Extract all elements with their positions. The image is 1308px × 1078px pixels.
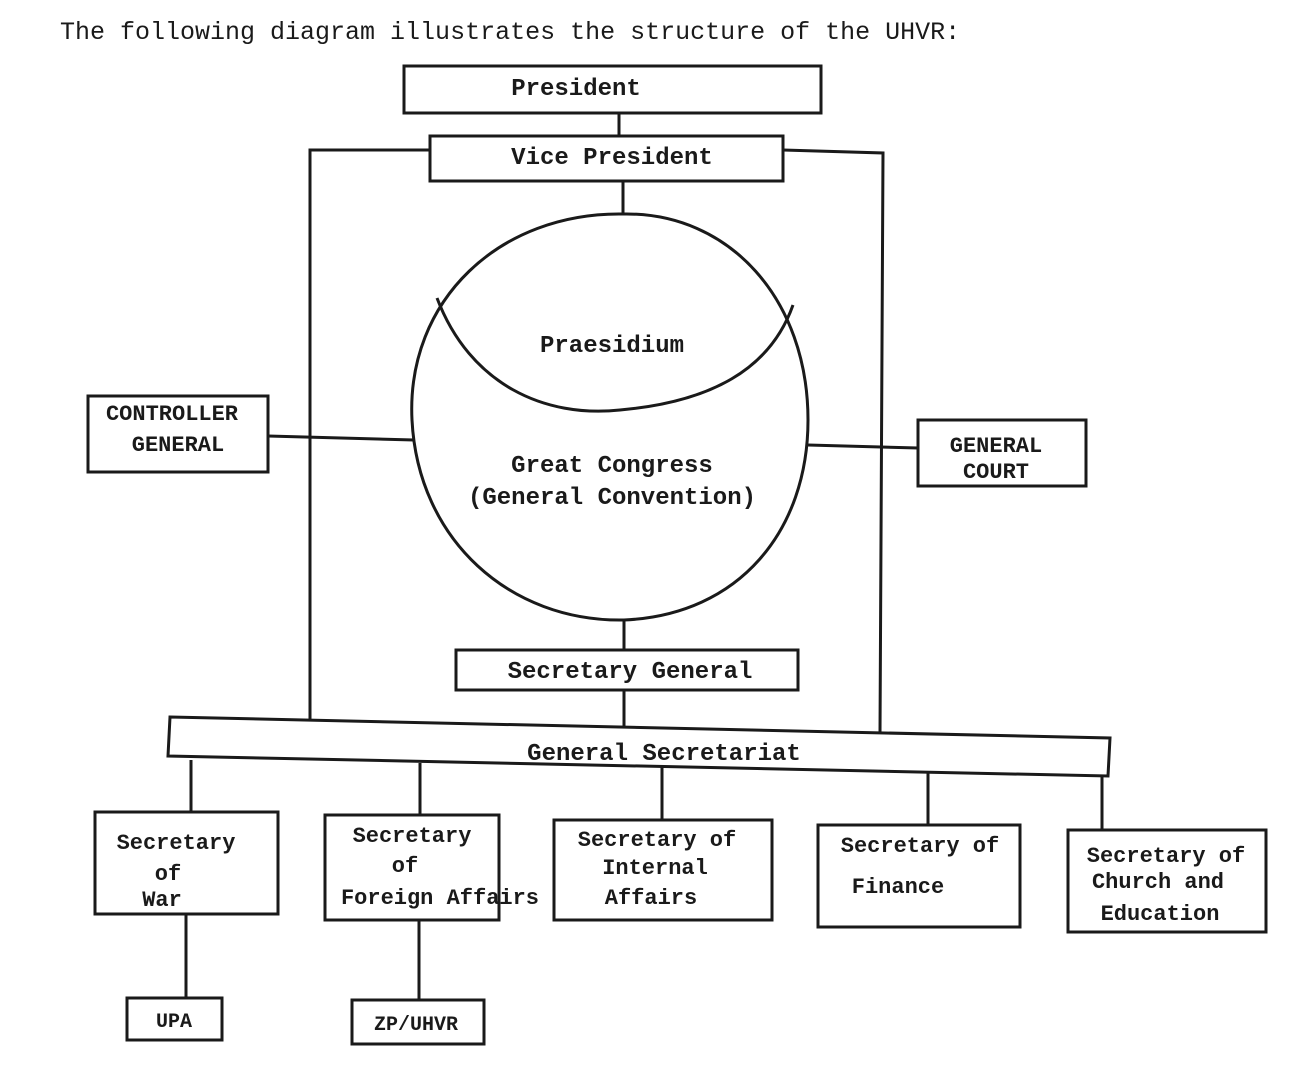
secretary-church-education-box: Secretary of Church and Education (1066, 828, 1268, 934)
zp-uhvr-box: ZP/UHVR (350, 998, 486, 1046)
great-congress-label-1: Great Congress (511, 453, 713, 480)
secretary-internal-label-3: Affairs (605, 886, 697, 911)
secretary-foreign-label-3: Foreign Affairs (341, 886, 539, 911)
secretary-general-label: Secretary General (508, 659, 753, 686)
secretary-war-label-1: Secretary (117, 831, 236, 856)
upa-box: UPA (125, 996, 224, 1042)
controller-general-label-1: CONTROLLER (106, 402, 239, 427)
secretary-internal-label-1: Secretary of (578, 828, 736, 853)
great-congress-label-2: (General Convention) (468, 485, 756, 512)
upa-label: UPA (156, 1011, 192, 1034)
secretary-finance-label-1: Secretary of (841, 834, 999, 859)
president-box: President (402, 64, 823, 115)
general-secretariat-box: General Secretariat (166, 715, 1112, 778)
controller-general-box: CONTROLLER GENERAL (86, 394, 270, 474)
praesidium-arc (435, 297, 795, 413)
general-court-box: GENERAL COURT (916, 418, 1088, 488)
secretary-foreign-affairs-box: Secretary of Foreign Affairs (323, 813, 539, 922)
secretary-internal-affairs-box: Secretary of Internal Affairs (552, 818, 774, 922)
secretary-finance-box: Secretary of Finance (816, 823, 1022, 929)
secretary-finance-label-2: Finance (852, 875, 944, 900)
line-right-frame (782, 148, 885, 734)
vice-president-label: Vice President (511, 145, 713, 172)
great-congress-circle: Praesidium Great Congress (General Conve… (410, 212, 810, 622)
intro-text: The following diagram illustrates the st… (60, 18, 961, 47)
congress-circle-outline (410, 212, 810, 622)
secretary-church-label-2: Church and (1092, 870, 1224, 895)
vice-president-box: Vice President (428, 134, 785, 183)
secretary-war-label-3: War (142, 888, 182, 913)
controller-general-label-2: GENERAL (132, 433, 224, 458)
line-controller-congress (267, 434, 415, 442)
connector-lines (184, 113, 1104, 1000)
line-left-frame (308, 148, 430, 720)
secretary-general-box: Secretary General (454, 648, 800, 692)
zp-uhvr-label: ZP/UHVR (374, 1014, 458, 1037)
praesidium-label: Praesidium (540, 333, 684, 360)
president-label: President (511, 76, 641, 103)
secretary-war-label-2: of (155, 862, 181, 887)
general-court-label-1: GENERAL (950, 434, 1042, 459)
line-congress-court (807, 443, 919, 450)
secretary-foreign-label-1: Secretary (353, 824, 472, 849)
general-court-label-2: COURT (963, 460, 1029, 485)
secretary-internal-label-2: Internal (602, 856, 708, 881)
secretary-foreign-label-2: of (392, 854, 418, 879)
secretary-church-label-3: Education (1101, 902, 1220, 927)
secretary-church-label-1: Secretary of (1087, 844, 1245, 869)
general-secretariat-label: General Secretariat (527, 741, 801, 768)
secretary-war-box: Secretary of War (93, 810, 280, 916)
